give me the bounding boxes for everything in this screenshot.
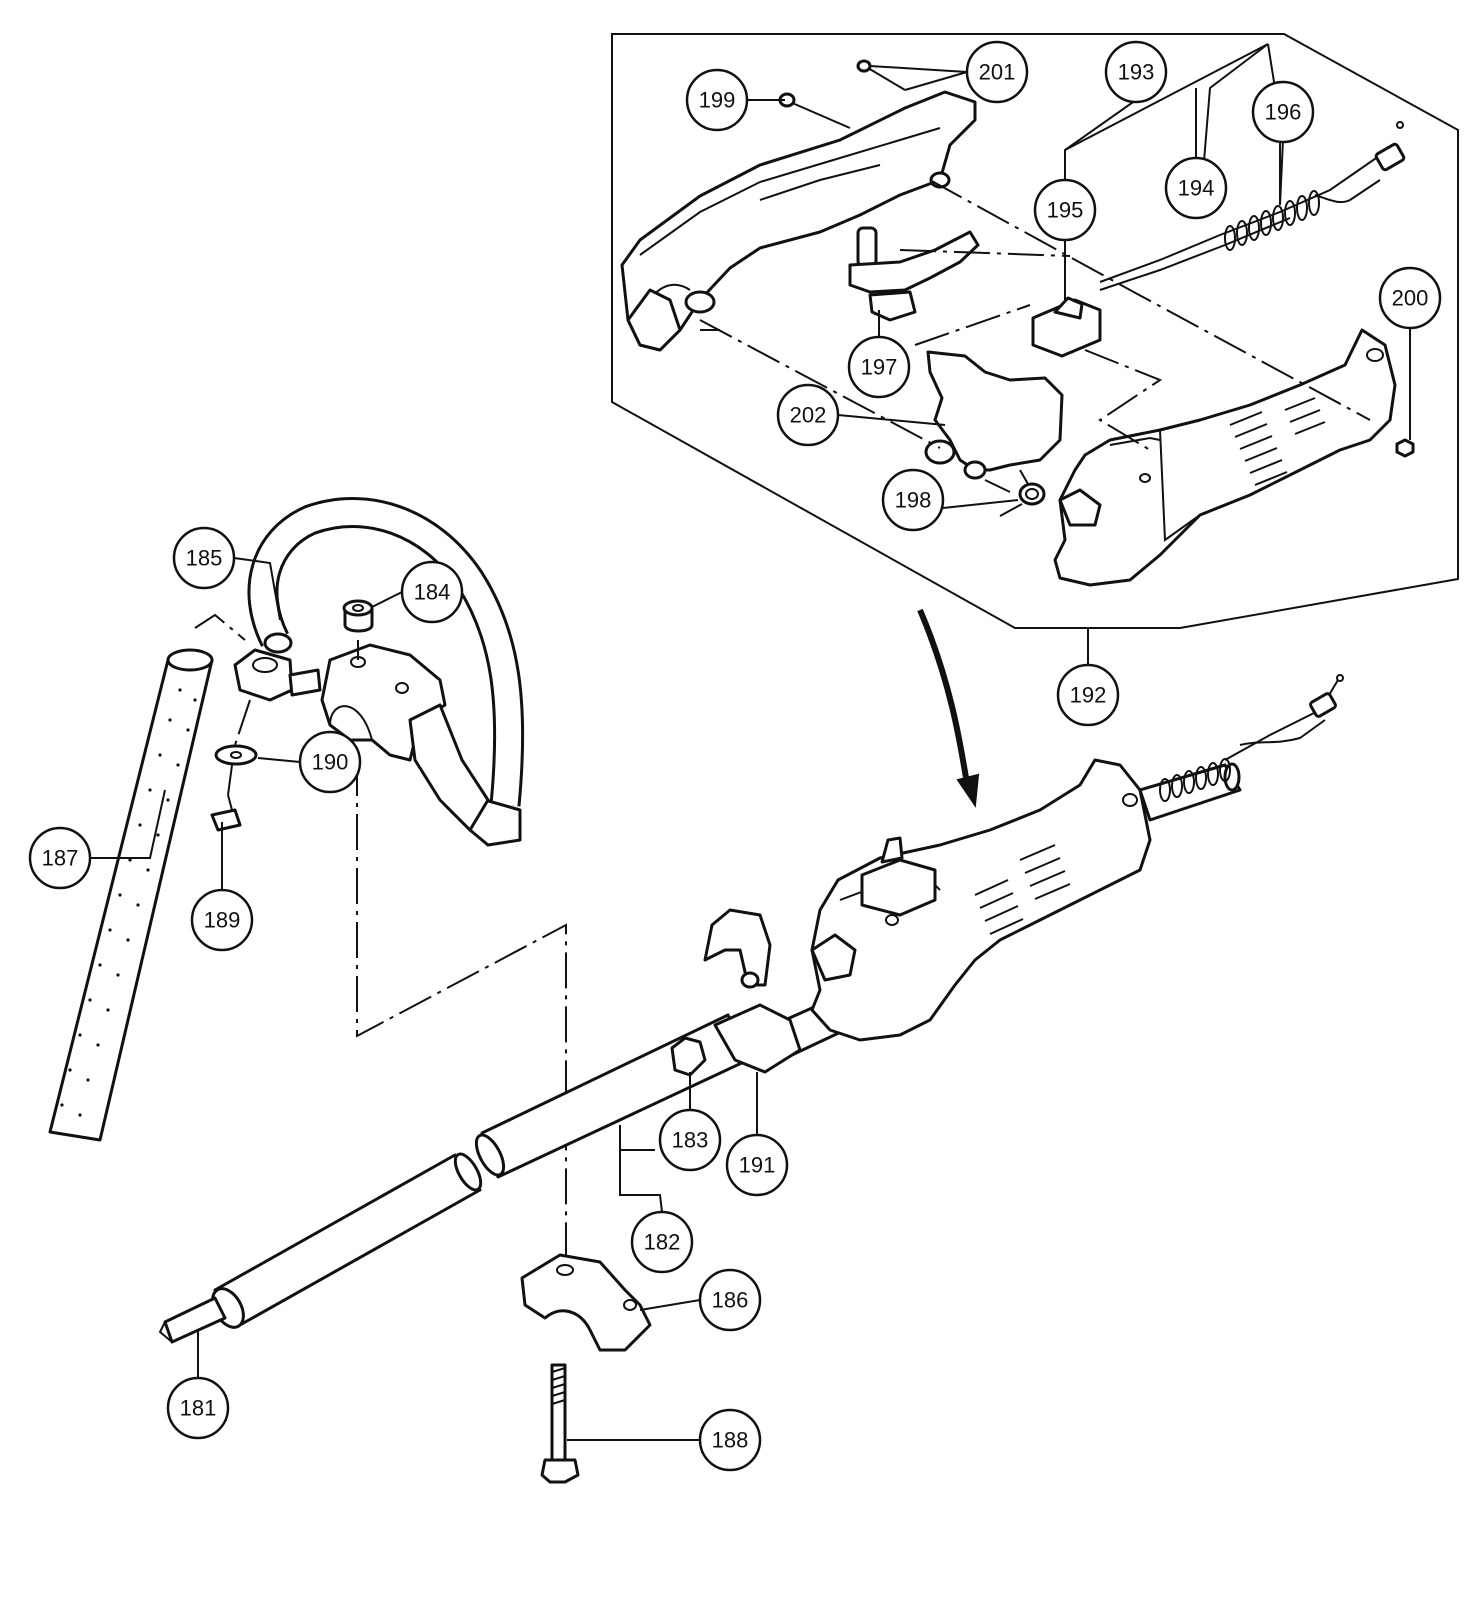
handle-clamp-lower (520, 1253, 652, 1352)
nut-200 (1395, 438, 1415, 458)
callout-195: 195 (1033, 178, 1097, 242)
svg-text:202: 202 (790, 403, 827, 428)
callout-191: 191 (725, 1133, 789, 1197)
svg-text:185: 185 (186, 546, 223, 571)
nut-184 (342, 599, 374, 633)
assembly-line (699, 319, 941, 449)
assembly-line (227, 764, 233, 796)
callout-182: 182 (630, 1210, 694, 1274)
knob-bolt-189 (210, 794, 242, 832)
callout-184: 184 (400, 560, 464, 624)
callout-183: 183 (658, 1108, 722, 1172)
svg-text:184: 184 (414, 580, 451, 605)
svg-text:181: 181 (180, 1396, 217, 1421)
assembly-line (899, 249, 1071, 257)
svg-text:200: 200 (1392, 286, 1429, 311)
svg-text:182: 182 (644, 1230, 681, 1255)
callout-198: 198 (881, 468, 945, 532)
screw-199 (778, 92, 851, 129)
callout-188: 188 (698, 1408, 762, 1472)
assembled-handle (810, 758, 1152, 1042)
rubber-spacer (233, 648, 322, 702)
svg-text:195: 195 (1047, 198, 1084, 223)
screw-201 (856, 59, 906, 91)
washer-190 (214, 744, 258, 766)
throttle-cable (1099, 121, 1406, 291)
foam-grip (48, 648, 214, 1142)
callout-199: 199 (685, 68, 749, 132)
svg-text:198: 198 (895, 488, 932, 513)
main-throttle-cable (1138, 674, 1344, 822)
callout-201: 201 (965, 40, 1029, 104)
assembly-line (914, 304, 1031, 346)
svg-text:187: 187 (42, 846, 79, 871)
stop-switch (1031, 296, 1102, 358)
bolt-188 (540, 1363, 580, 1484)
drive-shaft-tube (211, 1152, 483, 1329)
assembly-line (984, 479, 1011, 493)
svg-text:191: 191 (739, 1153, 776, 1178)
assembly-line (929, 179, 1371, 421)
svg-text:201: 201 (979, 60, 1016, 85)
svg-text:194: 194 (1178, 176, 1215, 201)
handle-left-half (620, 90, 977, 352)
callout-189: 189 (190, 888, 254, 952)
assembly-arrow (917, 608, 980, 808)
bolt-nut-183 (670, 1036, 707, 1077)
assembly-line (1084, 349, 1163, 451)
assembly-line (194, 613, 246, 641)
leader-lines-main (90, 557, 758, 1441)
callout-181: 181 (166, 1376, 230, 1440)
svg-text:189: 189 (204, 908, 241, 933)
svg-text:190: 190 (312, 750, 349, 775)
drive-shaft (158, 1296, 227, 1344)
callout-190: 190 (298, 730, 362, 794)
callout-193: 193 (1104, 40, 1168, 104)
clamp-191 (703, 908, 802, 1074)
callout-185: 185 (172, 526, 236, 590)
subassembly-frame (611, 33, 1459, 629)
throttle-trigger (848, 226, 980, 322)
svg-text:186: 186 (712, 1288, 749, 1313)
lockout-lever (924, 350, 1064, 480)
callout-197: 197 (847, 335, 911, 399)
callout-196: 196 (1251, 80, 1315, 144)
svg-text:192: 192 (1070, 683, 1107, 708)
callout-187: 187 (28, 826, 92, 890)
svg-text:183: 183 (672, 1128, 709, 1153)
svg-text:196: 196 (1265, 100, 1302, 125)
handle-right-half (1053, 328, 1397, 587)
svg-text:188: 188 (712, 1428, 749, 1453)
callout-192: 192 (1056, 663, 1120, 727)
callout-194: 194 (1164, 156, 1228, 220)
callout-202: 202 (776, 383, 840, 447)
callout-186: 186 (698, 1268, 762, 1332)
svg-text:199: 199 (699, 88, 736, 113)
svg-text:197: 197 (861, 355, 898, 380)
assembly-line (234, 699, 251, 746)
torsion-spring (999, 469, 1046, 517)
svg-text:193: 193 (1118, 60, 1155, 85)
callout-200: 200 (1378, 266, 1442, 330)
